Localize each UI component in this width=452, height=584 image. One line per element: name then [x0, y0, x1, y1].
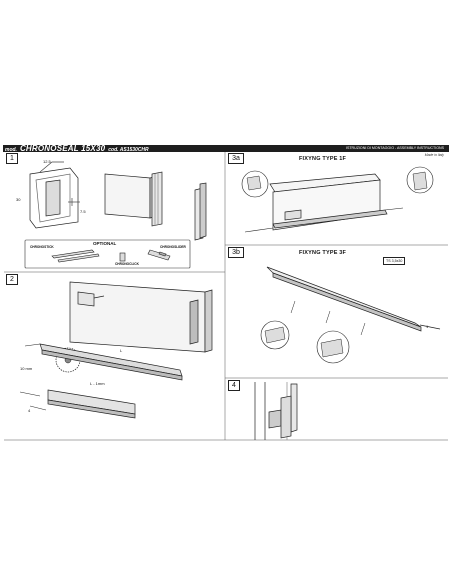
made-in-label: Made in Italy [424, 153, 444, 157]
step2-dim-l: L [120, 348, 123, 353]
instructions-label: ISTRUZIONI DI MONTAGGIO - ASSEMBLY INSTR… [345, 146, 444, 150]
label-chronoclick: CHRONOCLICK [115, 262, 139, 266]
step2-drawing [19, 281, 213, 419]
fixing-type-1f-title: FIXYNG TYPE 1F [299, 156, 347, 162]
step3a-drawing [241, 166, 434, 233]
product-title: mod. CHRONOSEAL 15X30 cod. AS1530CHR [5, 144, 149, 153]
optional-title: OPTIONAL [93, 241, 117, 246]
screw-spec-label: TS 3,5x30 [383, 257, 406, 265]
fixing-type-3f-title: FIXYNG TYPE 3F [299, 250, 347, 256]
step-number-3b: 3b [228, 247, 244, 258]
step-number-3a: 3a [228, 153, 244, 164]
step2-dim-10mm: 10 mm [20, 366, 33, 371]
step2-dim-4: 4 [28, 408, 31, 413]
product-name: CHRONOSEAL 15X30 [19, 144, 106, 153]
step-number-1: 1 [6, 153, 18, 164]
step3b-drawing [260, 266, 441, 364]
label-chronostick: CHRONOSTICK [30, 245, 54, 249]
step-number-2: 2 [6, 274, 18, 285]
step2-dim-l-minus: L - 1mm [90, 381, 105, 386]
step1-dim-12-5: 12.5 [43, 159, 51, 164]
step4-drawing [254, 382, 298, 440]
header-bar [3, 145, 449, 152]
model-prefix: mod. [5, 147, 17, 153]
step1-dim-7-5: 7.5 [80, 209, 86, 214]
product-code: cod. AS1530CHR [108, 147, 149, 153]
step1-dim-30: 30 [16, 197, 21, 202]
label-chronoslider: CHRONOSLIDER [160, 245, 186, 249]
step-number-4: 4 [228, 380, 240, 391]
step1-drawing [24, 161, 207, 269]
